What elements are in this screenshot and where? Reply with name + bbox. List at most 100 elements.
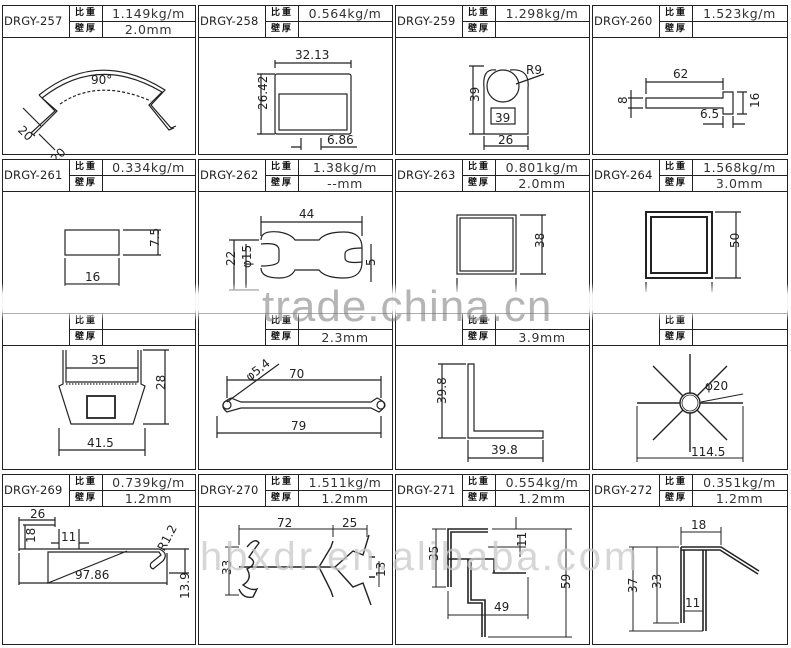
profile-drawing: 35 28 41.5 <box>2 346 196 470</box>
dim-height: 7.5 <box>148 228 162 247</box>
profile-drawing: 70 φ5.4 79 <box>198 346 393 470</box>
weight-label: 比重 <box>659 160 693 176</box>
weight-value: 1.38kg/m <box>298 160 392 176</box>
weight-value: 0.564kg/m <box>298 6 392 22</box>
spec-header: DRGY-269 比重 壁厚 0.739kg/m 1.2mm <box>2 474 196 507</box>
thickness-value <box>298 22 392 37</box>
profile-drawing-svg: 44 22 φ15 5 <box>224 207 378 291</box>
profile-code: DRGY-259 <box>397 14 456 28</box>
thickness-label: 壁厚 <box>462 22 496 37</box>
thickness-value <box>102 330 195 345</box>
dim-18: 18 <box>24 528 38 543</box>
dim-width: 44 <box>299 207 314 221</box>
weight-value <box>692 314 787 330</box>
dim-size: 50 <box>728 233 742 248</box>
thickness-label: 壁厚 <box>69 176 103 191</box>
dim-35: 35 <box>427 546 441 561</box>
dim-11: 11 <box>61 530 76 544</box>
profile-card-row3-4: 比重 壁厚 φ20 114.5 <box>592 313 788 470</box>
dim-flange-thickness: 6.5 <box>700 107 719 121</box>
spec-header: DRGY-264 比重 壁厚 1.568kg/m 3.0mm <box>592 159 788 192</box>
profile-drawing-svg: 32.13 26.42 6.86 <box>256 48 357 150</box>
dim-radius: R9 <box>526 63 542 77</box>
thickness-label: 壁厚 <box>265 330 299 345</box>
profile-drawing: 32.13 26.42 6.86 <box>198 38 393 155</box>
weight-label: 比重 <box>265 314 299 330</box>
weight-label: 比重 <box>462 475 496 491</box>
thickness-value: --mm <box>327 176 363 191</box>
profile-code: DRGY-269 <box>4 483 63 497</box>
weight-label: 比重 <box>659 6 693 22</box>
dim-height: 28 <box>154 375 168 390</box>
profile-drawing: 72 25 33 13 <box>198 507 393 645</box>
profile-code: DRGY-271 <box>397 483 456 497</box>
dim-span: 114.5 <box>691 445 725 459</box>
thickness-label: 壁厚 <box>69 22 103 37</box>
dim-height: 26.42 <box>256 76 270 110</box>
weight-value: 0.739kg/m <box>102 475 195 491</box>
dim-59: 59 <box>559 574 573 589</box>
profile-code: DRGY-257 <box>4 14 63 28</box>
profile-drawing-svg: 18 37 33 11 <box>626 518 760 632</box>
spec-header: DRGY-262 比重 壁厚 1.38kg/m --mm <box>198 159 393 192</box>
profile-drawing-svg: 90° 20 20 <box>15 69 177 166</box>
profile-drawing-svg: φ20 114.5 <box>636 354 744 462</box>
dim-core-diameter: φ20 <box>705 379 728 393</box>
profile-drawing-svg: 62 8 16 6.5 <box>616 67 762 128</box>
spec-header: DRGY-270 比重 壁厚 1.511kg/m 1.2mm <box>198 474 393 507</box>
profile-code: DRGY-270 <box>200 483 259 497</box>
profile-drawing: 18 37 33 11 <box>592 507 788 645</box>
thickness-value: 3.9mm <box>518 330 566 345</box>
thickness-label: 壁厚 <box>462 330 496 345</box>
dim-length: 62 <box>673 67 688 81</box>
weight-value: 0.801kg/m <box>495 160 589 176</box>
profile-card-drgy-259: DRGY-259 比重 壁厚 1.298kg/m 39 39 R9 26 <box>395 5 590 155</box>
weight-label: 比重 <box>462 314 496 330</box>
weight-label: 比重 <box>69 314 103 330</box>
thickness-value: 1.2mm <box>124 491 173 506</box>
profile-drawing: 39 39 R9 26 <box>395 38 590 155</box>
weight-value: 1.298kg/m <box>495 6 589 22</box>
profile-card-row3-2: 比重 壁厚 2.3mm 70 φ5.4 79 <box>198 313 393 470</box>
dim-flange: 16 <box>748 93 762 108</box>
dim-33: 33 <box>220 560 234 575</box>
dim-inner-width: 35 <box>91 353 106 367</box>
profile-drawing: 39.8 39.8 <box>395 346 590 470</box>
spec-header: DRGY-257 比重 壁厚 1.149kg/m 2.0mm <box>2 5 196 38</box>
spec-header: DRGY-261 比重 壁厚 0.334kg/m <box>2 159 196 192</box>
dim-length: 79 <box>291 419 306 433</box>
thickness-value: 1.2mm <box>715 491 764 506</box>
dim-side-a: 20 <box>15 123 36 144</box>
spec-header: DRGY-259 比重 壁厚 1.298kg/m <box>395 5 590 38</box>
profile-card-drgy-272: DRGY-272 比重 壁厚 0.351kg/m 1.2mm 18 37 33 … <box>592 474 788 645</box>
profile-code: DRGY-258 <box>200 14 259 28</box>
thickness-label: 壁厚 <box>659 491 693 506</box>
profile-code: DRGY-262 <box>200 168 259 182</box>
profile-code: DRGY-260 <box>594 14 653 28</box>
profile-drawing: 90° 20 20 <box>2 38 196 166</box>
profile-card-drgy-269: DRGY-269 比重 壁厚 0.739kg/m 1.2mm 26 18 11 … <box>2 474 196 645</box>
dim-37: 37 <box>626 578 640 593</box>
profile-drawing-svg: 72 25 33 13 <box>220 516 388 606</box>
dim-width: 16 <box>85 270 100 284</box>
dim-49: 49 <box>494 600 509 614</box>
watermark-blur-band <box>0 283 791 321</box>
dim-33: 33 <box>650 574 664 589</box>
weight-label: 比重 <box>69 160 103 176</box>
spec-header: DRGY-272 比重 壁厚 0.351kg/m 1.2mm <box>592 474 788 507</box>
weight-value: 1.523kg/m <box>692 6 787 22</box>
thickness-value: 2.3mm <box>321 330 369 345</box>
weight-label: 比重 <box>462 6 496 22</box>
thickness-label: 壁厚 <box>659 330 693 345</box>
dim-size: 38 <box>533 233 547 248</box>
profile-drawing-svg: 70 φ5.4 79 <box>216 356 386 438</box>
weight-value: 0.554kg/m <box>495 475 589 491</box>
thickness-label: 壁厚 <box>659 176 693 191</box>
weight-value: 0.334kg/m <box>102 160 195 176</box>
dim-13: 13 <box>374 562 388 577</box>
weight-value <box>495 314 589 330</box>
weight-label: 比重 <box>659 475 693 491</box>
thickness-label: 壁厚 <box>659 22 693 37</box>
spec-header: DRGY-263 比重 壁厚 0.801kg/m 2.0mm <box>395 159 590 192</box>
weight-value: 0.351kg/m <box>692 475 787 491</box>
